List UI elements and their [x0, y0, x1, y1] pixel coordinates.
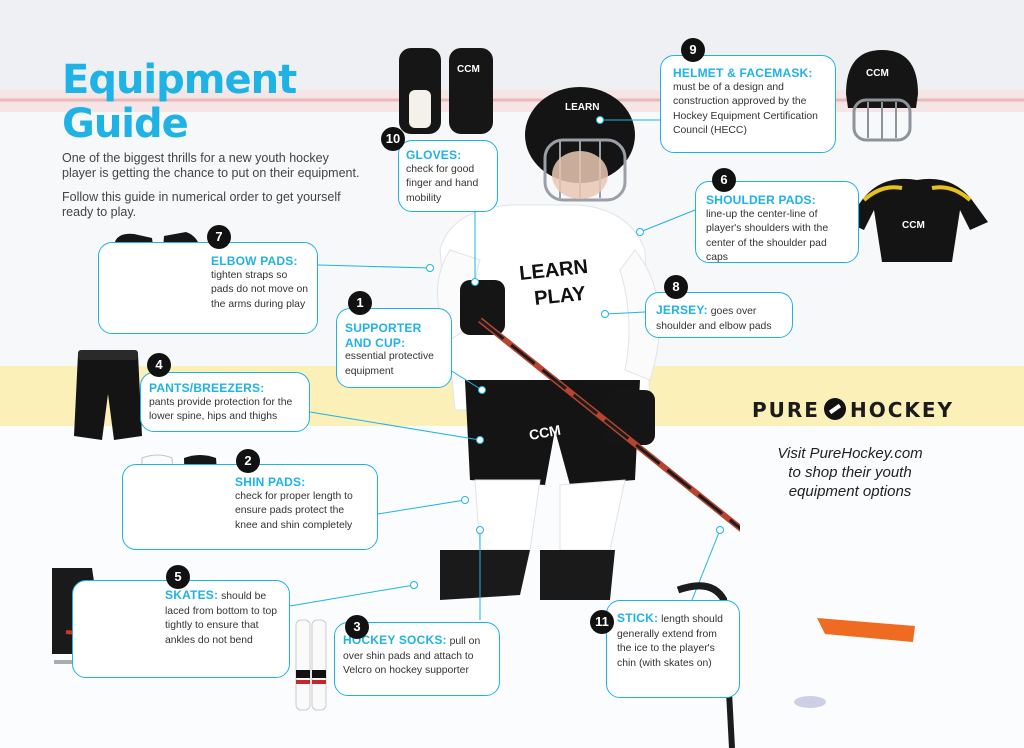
pure-hockey-logo[interactable]: PURE HOCKEY — [752, 398, 954, 422]
elbow-pads-text: tighten straps so pads do not move on th… — [211, 269, 309, 310]
jersey-heading: JERSEY: — [656, 303, 708, 317]
svg-text:CCM: CCM — [457, 64, 480, 75]
step-badge-3: 3 — [345, 615, 369, 639]
gloves-text: check for good finger and hand mobility — [406, 163, 479, 204]
pants-card: PANTS/BREEZERS: pants provide protection… — [140, 372, 310, 432]
shoulder-pads-card: SHOULDER PADS: line-up the center-line o… — [695, 181, 859, 263]
helmet-image: CCM — [846, 50, 918, 142]
pants-heading: PANTS/BREEZERS: — [149, 381, 265, 395]
gloves-card: GLOVES: check for good finger and hand m… — [398, 140, 498, 212]
skates-text: should be laced from bottom to top tight… — [165, 591, 278, 646]
elbow-pads-heading: ELBOW PADS: — [211, 254, 298, 268]
helmet-text: must be of a design and construction app… — [673, 81, 818, 137]
supporter-heading: SUPPORTER AND CUP: — [345, 321, 422, 350]
gloves-image: CCM — [399, 48, 493, 134]
visit-line-2: to shop their youth — [788, 464, 912, 481]
step-badge-1: 1 — [348, 291, 372, 315]
shin-pads-text: check for proper length to ensure pads p… — [235, 490, 353, 531]
supporter-card: SUPPORTER AND CUP: essential protective … — [336, 308, 452, 388]
pants-text: pants provide protection for the lower s… — [149, 396, 293, 423]
visit-line-3: equipment options — [788, 483, 912, 500]
skates-body: SKATES: should be laced from bottom to t… — [165, 588, 281, 648]
puck-image — [794, 696, 826, 708]
title-line-2: Guide — [62, 101, 189, 147]
step-badge-2: 2 — [236, 449, 260, 473]
stick-card: STICK: length should generally extend fr… — [606, 600, 740, 698]
title-line-1: Equipment — [62, 57, 297, 103]
intro-paragraph-2: Follow this guide in numerical order to … — [62, 190, 341, 219]
shin-pads-card: SHIN PADS: check for proper length to en… — [122, 464, 378, 550]
step-badge-11: 11 — [590, 610, 614, 634]
stick-text: length should generally extend from the … — [617, 614, 723, 669]
step-badge-7: 7 — [207, 225, 231, 249]
gloves-heading: GLOVES: — [406, 148, 462, 162]
svg-text:CCM: CCM — [866, 68, 889, 79]
shoulder-pads-text: line-up the center-line of player's shou… — [706, 208, 829, 264]
hockey-socks-text: pull on over shin pads and attach to Vel… — [343, 636, 481, 676]
svg-text:CCM: CCM — [528, 422, 562, 443]
brand-right: HOCKEY — [849, 398, 955, 422]
brand-left: PURE — [752, 398, 820, 422]
supporter-text: essential protective equipment — [345, 351, 434, 377]
skates-heading: SKATES: — [165, 588, 219, 602]
step-badge-5: 5 — [166, 565, 190, 589]
svg-text:PLAY: PLAY — [533, 283, 587, 310]
pants-image — [74, 350, 142, 440]
pure-hockey-logo-icon — [823, 398, 846, 420]
step-badge-6: 6 — [712, 168, 736, 192]
jersey-card: JERSEY: goes over shoulder and elbow pad… — [645, 292, 793, 338]
helmet-card: HELMET & FACEMASK: must be of a design a… — [660, 55, 836, 153]
player-figure: LEARN LEARN PLAY CCM — [437, 87, 740, 600]
step-badge-4: 4 — [147, 353, 171, 377]
elbow-pads-card: ELBOW PADS: tighten straps so pads do no… — [98, 242, 318, 334]
visit-callout[interactable]: Visit PureHockey.com to shop their youth… — [770, 444, 930, 501]
svg-text:CCM: CCM — [902, 220, 925, 231]
step-badge-10: 10 — [381, 127, 405, 151]
shin-pads-heading: SHIN PADS: — [235, 475, 306, 489]
step-badge-8: 8 — [664, 275, 688, 299]
shoulder-pads-image: CCM — [846, 178, 988, 262]
skates-card: SKATES: should be laced from bottom to t… — [72, 580, 290, 678]
step-badge-9: 9 — [681, 38, 705, 62]
page-title: Equipment Guide — [62, 57, 297, 147]
intro-paragraph-1: One of the biggest thrills for a new you… — [62, 151, 360, 180]
shoulder-pads-heading: SHOULDER PADS: — [706, 193, 816, 207]
helmet-logo-text: LEARN — [565, 102, 599, 113]
stick-blade — [817, 618, 915, 642]
stick-heading: STICK: — [617, 611, 659, 625]
hockey-socks-heading: HOCKEY SOCKS: — [343, 633, 447, 647]
socks-image — [295, 619, 327, 711]
visit-line-1: Visit PureHockey.com — [777, 445, 923, 462]
jersey-text: goes over shoulder and elbow pads — [656, 306, 772, 332]
helmet-heading: HELMET & FACEMASK: — [673, 66, 813, 80]
